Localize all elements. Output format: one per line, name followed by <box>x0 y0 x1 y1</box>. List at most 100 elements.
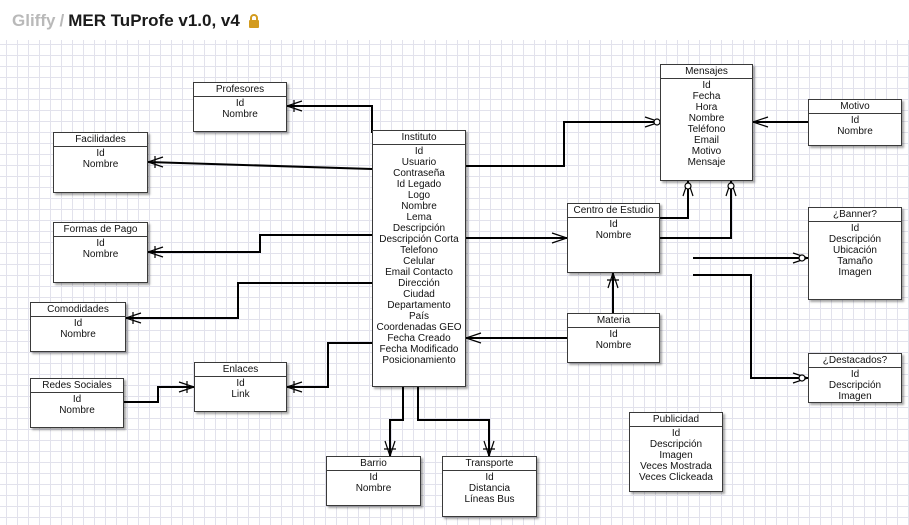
diagram-canvas[interactable]: Profesores Id Nombre Facilidades Id Nomb… <box>0 40 909 525</box>
entity-mensajes[interactable]: Mensajes Id Fecha Hora Nombre Teléfono E… <box>660 64 753 181</box>
entity-field: Motivo <box>691 146 722 157</box>
entity-banner[interactable]: ¿Banner? Id Descripción Ubicación Tamaño… <box>808 207 902 300</box>
entity-field: Id <box>414 146 424 157</box>
crowfoot-marker <box>285 381 303 393</box>
entity-motivo[interactable]: Motivo Id Nombre <box>808 99 902 146</box>
entity-field: Link <box>231 389 250 400</box>
entity-field: Nombre <box>401 201 437 212</box>
entity-title: Profesores <box>194 83 286 97</box>
entity-field: Imagen <box>659 450 693 461</box>
entity-field: Nombre <box>82 249 119 260</box>
crowfoot-marker <box>285 100 303 112</box>
entity-formas-de-pago[interactable]: Formas de Pago Id Nombre <box>53 222 148 283</box>
relationship-line[interactable] <box>417 386 490 456</box>
entity-field: Id <box>485 472 494 483</box>
entity-field: Id <box>72 394 82 405</box>
entity-field: Líneas Bus <box>464 494 515 505</box>
entity-field: Hora <box>695 102 718 113</box>
entity-field: Departamento <box>387 300 451 311</box>
entity-field: Ciudad <box>403 289 435 300</box>
entity-destacados[interactable]: ¿Destacados? Id Descripción Imagen <box>808 353 902 403</box>
entity-field: Id <box>73 318 83 329</box>
relationship-line[interactable] <box>466 121 660 167</box>
entity-field: Email <box>693 135 719 146</box>
crowfoot-marker <box>751 116 769 128</box>
entity-field: Nombre <box>595 230 632 241</box>
entity-title: Materia <box>568 314 659 328</box>
entity-field: Telefono <box>400 245 438 256</box>
entity-field: Nombre <box>837 126 873 137</box>
crowfoot-marker <box>464 332 482 344</box>
relationship-line[interactable] <box>287 342 372 388</box>
entity-field: Usuario <box>401 157 437 168</box>
entity-title: Redes Sociales <box>31 379 123 393</box>
relationship-line[interactable] <box>660 181 732 239</box>
entity-field: Id <box>671 428 681 439</box>
entity-instituto[interactable]: Instituto Id Usuario Contraseña Id Legad… <box>372 130 466 387</box>
crowfoot-marker <box>725 179 737 197</box>
entity-title: Comodidades <box>31 303 125 317</box>
entity-field: Nombre <box>688 113 725 124</box>
entity-barrio[interactable]: Barrio Id Nombre <box>326 456 421 506</box>
entity-field: Dirección <box>398 278 440 289</box>
entity-redes-sociales[interactable]: Redes Sociales Id Nombre <box>30 378 124 428</box>
relationship-line[interactable] <box>147 161 373 170</box>
entity-enlaces[interactable]: Enlaces Id Link <box>194 362 287 412</box>
entity-centro-de-estudio[interactable]: Centro de Estudio Id Nombre <box>567 203 660 273</box>
relationship-line[interactable] <box>389 386 404 456</box>
crowfoot-marker <box>124 312 142 324</box>
entity-field: Descripción <box>392 223 446 234</box>
entity-field: Contraseña <box>393 168 445 179</box>
entity-profesores[interactable]: Profesores Id Nombre <box>193 82 287 132</box>
entity-transporte[interactable]: Transporte Id Distancia Líneas Bus <box>442 456 537 517</box>
entity-field: Id <box>96 148 105 159</box>
entity-facilidades[interactable]: Facilidades Id Nombre <box>53 132 148 193</box>
entity-field: Lema <box>406 212 432 223</box>
title-separator: / <box>59 11 65 30</box>
entity-comodidades[interactable]: Comodidades Id Nombre <box>30 302 126 352</box>
entity-field: Descripción <box>828 234 882 245</box>
brand-link[interactable]: Gliffy <box>12 11 56 30</box>
relationship-line[interactable] <box>148 234 372 253</box>
optional-marker <box>798 374 806 382</box>
entity-field: Id <box>609 329 618 340</box>
entity-field: Descripción <box>649 439 703 450</box>
relationship-line[interactable] <box>693 274 808 379</box>
entity-field: Id <box>850 115 860 126</box>
entity-field: Logo <box>407 190 431 201</box>
relationship-line[interactable] <box>126 282 372 319</box>
entity-field: País <box>408 311 429 322</box>
entity-field: Fecha Modificado <box>379 344 459 355</box>
relationship-line[interactable] <box>660 181 689 219</box>
entity-materia[interactable]: Materia Id Nombre <box>567 313 660 363</box>
entity-field: Veces Mostrada <box>640 461 712 472</box>
entity-title: Instituto <box>373 131 465 145</box>
entity-field: Nombre <box>60 329 96 340</box>
connector-layer <box>124 100 810 458</box>
entity-field: Nombre <box>222 109 258 120</box>
relationship-line[interactable] <box>287 105 373 133</box>
entity-field: Id <box>369 472 378 483</box>
entity-title: ¿Banner? <box>809 208 901 222</box>
relationship-line[interactable] <box>124 386 194 403</box>
entity-field: Ubicación <box>833 245 877 256</box>
entity-field: Nombre <box>355 483 392 494</box>
lock-icon[interactable] <box>248 13 260 33</box>
entity-field: Descripción Corta <box>379 234 459 245</box>
entity-field: Email Contacto <box>385 267 453 278</box>
entity-field: Distancia <box>468 483 511 494</box>
entity-field: Id Legado <box>396 179 442 190</box>
optional-marker <box>727 182 735 190</box>
entity-title: Transporte <box>443 457 536 471</box>
optional-marker <box>684 182 692 190</box>
entity-field: Nombre <box>59 405 95 416</box>
document-name[interactable]: MER TuProfe v1.0, v4 <box>68 11 240 30</box>
entity-field: Id <box>236 378 245 389</box>
crowfoot-marker <box>682 179 694 197</box>
entity-field: Veces Clickeada <box>639 472 713 483</box>
document-title: Gliffy/MER TuProfe v1.0, v4 <box>12 11 260 33</box>
entity-title: Centro de Estudio <box>568 204 659 218</box>
entity-publicidad[interactable]: Publicidad Id Descripción Imagen Veces M… <box>629 412 723 492</box>
crowfoot-marker <box>146 246 164 258</box>
app-header: Gliffy/MER TuProfe v1.0, v4 <box>0 0 909 40</box>
